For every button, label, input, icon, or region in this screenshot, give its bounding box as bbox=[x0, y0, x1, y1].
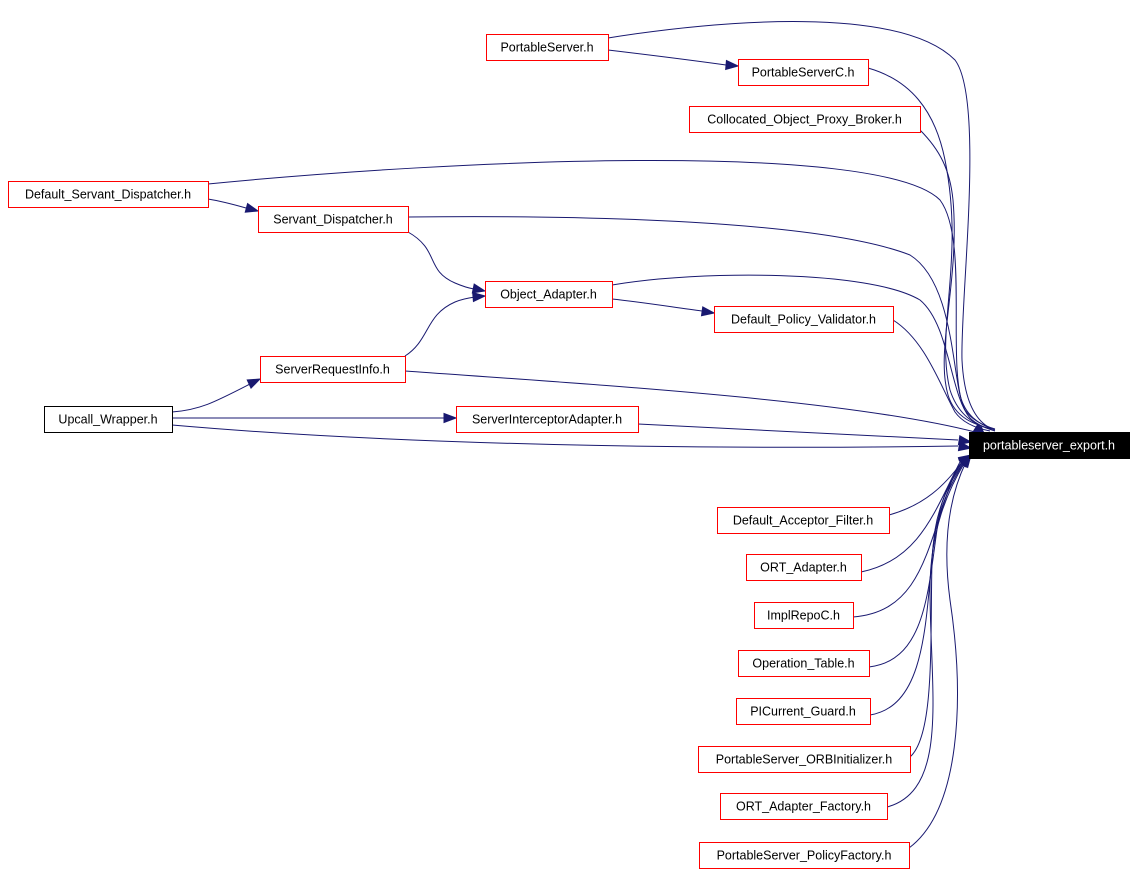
node-box bbox=[717, 507, 890, 534]
node-collocated-object-proxy-broker[interactable]: Collocated_Object_Proxy_Broker.h bbox=[689, 106, 921, 133]
edges-layer bbox=[171, 21, 996, 849]
node-box bbox=[260, 356, 406, 383]
node-label: portableserver_export.h bbox=[983, 439, 1115, 453]
node-upcall-wrapper[interactable]: Upcall_Wrapper.h bbox=[44, 406, 173, 433]
edge-portableserverc-to-portableserver-export bbox=[867, 67, 991, 430]
node-label: Object_Adapter.h bbox=[500, 288, 597, 302]
node-label: Default_Servant_Dispatcher.h bbox=[25, 188, 191, 202]
node-box bbox=[738, 650, 870, 677]
arrowhead-serverinterceptoradapter-to-portableserver-export bbox=[957, 434, 973, 446]
edge-object-adapter-to-default-policy-validator bbox=[611, 298, 703, 312]
edge-collocated-object-proxy-broker-to-portableserver-export bbox=[919, 129, 993, 430]
node-label: Collocated_Object_Proxy_Broker.h bbox=[707, 113, 902, 127]
arrowhead-upcall-wrapper-to-serverinterceptoradapter bbox=[443, 412, 458, 424]
node-portableserverc[interactable]: PortableServerC.h bbox=[738, 59, 869, 86]
edge-portableserver-orbinitializer-to-portableserver-export bbox=[909, 461, 965, 758]
node-box bbox=[699, 842, 910, 869]
edge-operation-table-to-portableserver-export bbox=[868, 461, 964, 668]
edge-upcall-wrapper-to-serverrequestinfo bbox=[171, 383, 251, 413]
node-portableserver-orbinitializer[interactable]: PortableServer_ORBInitializer.h bbox=[698, 746, 911, 773]
node-label: PortableServer_PolicyFactory.h bbox=[717, 849, 892, 863]
node-picurrent-guard[interactable]: PICurrent_Guard.h bbox=[736, 698, 871, 725]
node-serverinterceptoradapter[interactable]: ServerInterceptorAdapter.h bbox=[456, 406, 639, 433]
edge-default-servant-dispatcher-to-servant-dispatcher bbox=[207, 198, 247, 209]
node-box bbox=[456, 406, 639, 433]
node-box bbox=[698, 746, 911, 773]
node-box bbox=[714, 306, 894, 333]
node-label: Servant_Dispatcher.h bbox=[273, 213, 393, 227]
arrowhead-servant-dispatcher-to-object-adapter bbox=[471, 283, 487, 294]
node-implrepoc[interactable]: ImplRepoC.h bbox=[754, 602, 854, 629]
node-label: Default_Acceptor_Filter.h bbox=[733, 514, 873, 528]
node-box bbox=[738, 59, 869, 86]
node-default-servant-dispatcher[interactable]: Default_Servant_Dispatcher.h bbox=[8, 181, 209, 208]
edge-servant-dispatcher-to-portableserver-export bbox=[407, 216, 996, 431]
arrowhead-upcall-wrapper-to-serverrequestinfo bbox=[246, 378, 262, 390]
arrowhead-portableserver-policyfactory-to-portableserver-export bbox=[959, 453, 972, 469]
node-portableserver-export[interactable]: portableserver_export.h bbox=[969, 432, 1130, 459]
node-label: PortableServer.h bbox=[500, 41, 593, 55]
node-portableserver[interactable]: PortableServer.h bbox=[486, 34, 609, 61]
node-default-acceptor-filter[interactable]: Default_Acceptor_Filter.h bbox=[717, 507, 890, 534]
node-label: PICurrent_Guard.h bbox=[750, 705, 856, 719]
node-box bbox=[754, 602, 854, 629]
edge-portableserver-policyfactory-to-portableserver-export bbox=[908, 461, 967, 849]
edge-upcall-wrapper-to-portableserver-export bbox=[171, 424, 959, 448]
arrowhead-serverrequestinfo-to-object-adapter bbox=[472, 291, 487, 303]
node-box bbox=[720, 793, 888, 820]
nodes-layer: PortableServer.hPortableServerC.hColloca… bbox=[8, 34, 1130, 869]
arrowhead-portableserver-to-portableserverc bbox=[725, 59, 740, 71]
node-box bbox=[8, 181, 209, 208]
node-box bbox=[44, 406, 173, 433]
node-label: ORT_Adapter_Factory.h bbox=[736, 800, 871, 814]
node-servant-dispatcher[interactable]: Servant_Dispatcher.h bbox=[258, 206, 409, 233]
node-label: PortableServer_ORBInitializer.h bbox=[716, 753, 893, 767]
node-box bbox=[258, 206, 409, 233]
node-label: ImplRepoC.h bbox=[767, 609, 840, 623]
edge-picurrent-guard-to-portableserver-export bbox=[869, 461, 965, 716]
edge-serverrequestinfo-to-portableserver-export bbox=[404, 370, 976, 433]
node-label: Operation_Table.h bbox=[752, 657, 854, 671]
node-box bbox=[486, 34, 609, 61]
edge-serverinterceptoradapter-to-portableserver-export bbox=[637, 423, 959, 441]
node-default-policy-validator[interactable]: Default_Policy_Validator.h bbox=[714, 306, 894, 333]
edge-serverrequestinfo-to-object-adapter bbox=[404, 296, 476, 357]
node-label: Upcall_Wrapper.h bbox=[58, 413, 157, 427]
edge-portableserver-to-portableserverc bbox=[607, 49, 727, 66]
node-box bbox=[969, 432, 1130, 459]
node-ort-adapter-factory[interactable]: ORT_Adapter_Factory.h bbox=[720, 793, 888, 820]
edge-object-adapter-to-portableserver-export bbox=[611, 274, 996, 432]
node-box bbox=[485, 281, 613, 308]
node-box bbox=[689, 106, 921, 133]
arrowhead-object-adapter-to-default-policy-validator bbox=[700, 306, 716, 317]
node-label: Default_Policy_Validator.h bbox=[731, 313, 876, 327]
node-label: ServerInterceptorAdapter.h bbox=[472, 413, 622, 427]
node-serverrequestinfo[interactable]: ServerRequestInfo.h bbox=[260, 356, 406, 383]
edge-ort-adapter-factory-to-portableserver-export bbox=[886, 461, 966, 808]
arrowhead-default-servant-dispatcher-to-servant-dispatcher bbox=[244, 202, 260, 213]
node-label: PortableServerC.h bbox=[752, 66, 855, 80]
node-operation-table[interactable]: Operation_Table.h bbox=[738, 650, 870, 677]
edge-servant-dispatcher-to-object-adapter bbox=[407, 231, 475, 290]
edge-portableserver-to-portableserver-export bbox=[607, 21, 991, 429]
node-box bbox=[746, 554, 862, 581]
node-label: ORT_Adapter.h bbox=[760, 561, 847, 575]
node-label: ServerRequestInfo.h bbox=[275, 363, 390, 377]
edge-default-policy-validator-to-portableserver-export bbox=[892, 319, 991, 432]
edge-implrepoc-to-portableserver-export bbox=[852, 461, 963, 618]
node-object-adapter[interactable]: Object_Adapter.h bbox=[485, 281, 613, 308]
node-box bbox=[736, 698, 871, 725]
edge-ort-adapter-to-portableserver-export bbox=[860, 461, 961, 573]
node-portableserver-policyfactory[interactable]: PortableServer_PolicyFactory.h bbox=[699, 842, 910, 869]
node-ort-adapter[interactable]: ORT_Adapter.h bbox=[746, 554, 862, 581]
